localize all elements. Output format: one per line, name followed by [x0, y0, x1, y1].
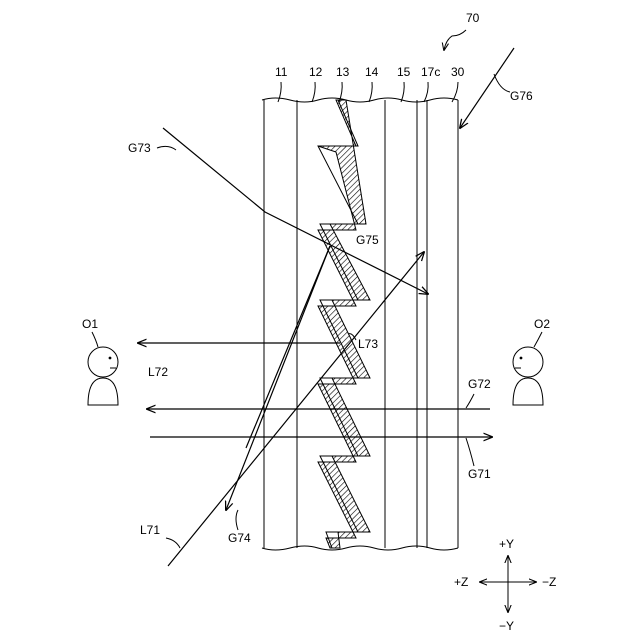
observer-o2-body: [513, 378, 543, 405]
ray-g73-label: G73: [128, 141, 151, 155]
ray-g72-leader: [466, 394, 474, 408]
ray-l71-label: L71: [140, 523, 160, 537]
layer-leader-15: [401, 82, 404, 102]
ray-g76-label: G76: [510, 89, 533, 103]
observer-o1-body: [88, 378, 118, 405]
layer-label-12: 12: [309, 65, 323, 79]
layer-leader-17c: [424, 82, 428, 102]
ray-g71-leader: [466, 438, 474, 466]
layer-label-17c: 17c: [421, 65, 440, 79]
axis-plus-y-label: +Y: [499, 537, 514, 551]
observer-o2-leader: [534, 332, 542, 347]
axis-indicator: [480, 556, 536, 612]
figure-number-leader: [444, 30, 466, 50]
ray-l72-label: L72: [148, 365, 168, 379]
layer-leader-14: [369, 82, 372, 102]
layer-leader-11: [278, 82, 281, 102]
observer-o2-eye: [520, 357, 523, 360]
observer-o1-label: O1: [82, 317, 98, 331]
ray-g72-label: G72: [468, 377, 491, 391]
observer-o1-eye: [109, 357, 112, 360]
figure-number: 70: [466, 11, 480, 25]
observer-o1-head: [88, 347, 118, 377]
ray-l73-label: L73: [358, 337, 378, 351]
ray-g73: [163, 128, 428, 294]
observer-o2: [513, 347, 543, 405]
ray-g76: [460, 48, 514, 128]
ray-g75-label: G75: [356, 233, 379, 247]
layer-label-30: 30: [451, 65, 465, 79]
stack-bottom-edge: [262, 546, 458, 550]
observer-o2-head: [513, 347, 543, 377]
axis-minus-y-label: −Y: [499, 619, 514, 633]
ray-g75-path: [246, 246, 330, 448]
ray-g74-leader: [236, 510, 238, 530]
ray-g74: [226, 246, 330, 510]
observer-o1: [88, 347, 118, 405]
ray-g76-leader: [494, 74, 510, 92]
axis-minus-z-label: −Z: [542, 575, 556, 589]
ray-g73-leader: [157, 146, 176, 150]
layer-label-14: 14: [365, 65, 379, 79]
stack-top-edge: [262, 98, 458, 102]
layer-label-11: 11: [275, 65, 288, 79]
layer-label-15: 15: [397, 65, 411, 79]
ray-g71-label: G71: [468, 467, 491, 481]
layer-label-13: 13: [336, 65, 350, 79]
observer-o1-leader: [92, 332, 98, 347]
ray-g74-label: G74: [228, 531, 251, 545]
ray-l71-leader: [166, 538, 180, 548]
axis-plus-z-label: +Z: [454, 575, 468, 589]
prism-layer-13: [318, 100, 370, 548]
layer-leader-12: [312, 82, 315, 102]
observer-o2-label: O2: [534, 317, 550, 331]
